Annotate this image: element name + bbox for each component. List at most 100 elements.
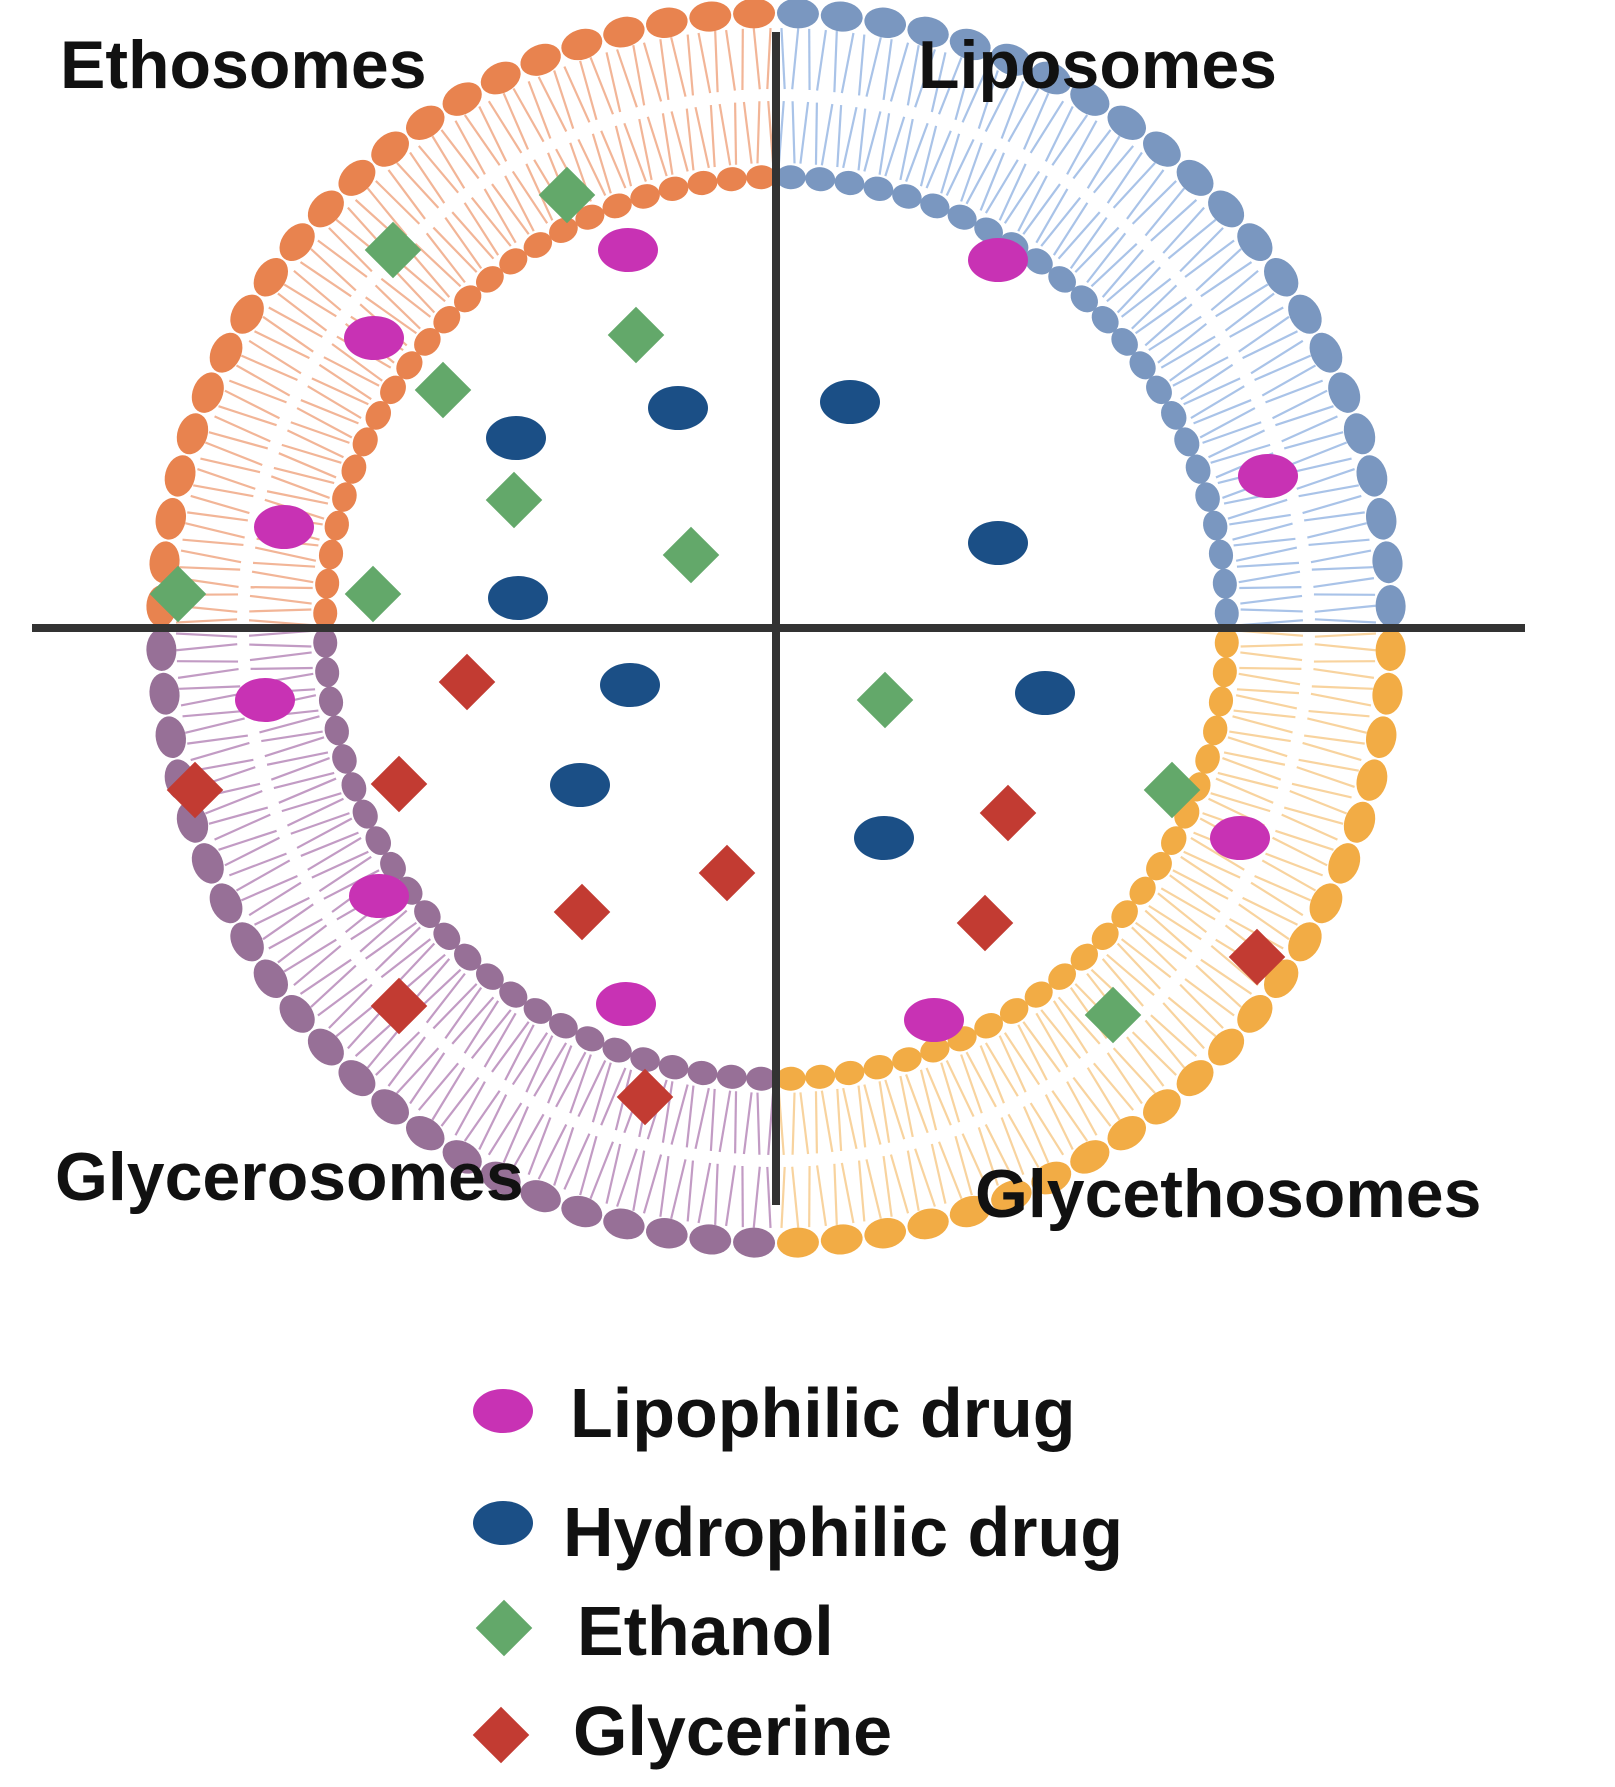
lipid-tail bbox=[396, 162, 440, 209]
lipid-tail bbox=[1112, 1047, 1156, 1094]
lipid-tail bbox=[487, 100, 523, 154]
lipid-tail bbox=[882, 1156, 893, 1217]
lipid-tail bbox=[670, 111, 689, 172]
lipid-tail bbox=[266, 751, 329, 766]
lipid-head-inner bbox=[999, 998, 1029, 1024]
lipid-tail bbox=[1086, 1067, 1121, 1121]
lipid-head-inner bbox=[805, 1064, 836, 1089]
lipid-tail bbox=[1017, 1024, 1048, 1081]
lipid-tail bbox=[1131, 284, 1178, 330]
lipid-tail bbox=[919, 125, 938, 187]
lipid-tail bbox=[642, 1154, 663, 1214]
lipid-tail bbox=[930, 1143, 947, 1204]
lipid-tail bbox=[261, 730, 323, 743]
lipid-tail bbox=[857, 34, 866, 96]
lipid-tail bbox=[938, 56, 963, 115]
lipid-tail bbox=[1217, 771, 1279, 790]
lipid-head-inner bbox=[602, 193, 632, 219]
lipid-head-outer bbox=[1309, 332, 1343, 373]
lipid-tail bbox=[307, 385, 362, 420]
lipid-tail bbox=[799, 101, 810, 164]
ethanol-marker bbox=[485, 471, 543, 529]
lipid-head-inner bbox=[1111, 900, 1138, 928]
lipid-tail bbox=[1239, 666, 1302, 670]
lipid-head-inner bbox=[414, 900, 441, 928]
lipid-head-inner bbox=[1048, 963, 1076, 990]
lipid-tail bbox=[278, 777, 337, 804]
lipid-tail bbox=[1310, 692, 1372, 707]
lipid-tail bbox=[984, 76, 1015, 132]
lipid-tail bbox=[1106, 1052, 1143, 1105]
lipid-tail bbox=[591, 1062, 612, 1123]
lipid-tail bbox=[694, 1087, 710, 1150]
lipid-head-outer bbox=[520, 43, 561, 76]
lipid-tail bbox=[718, 103, 732, 166]
lipid-tail bbox=[525, 163, 554, 221]
lipid-tail bbox=[905, 1074, 929, 1134]
lipid-tail bbox=[1022, 1106, 1050, 1164]
lipid-tail bbox=[1160, 887, 1216, 921]
lipid-tail bbox=[685, 1085, 695, 1148]
lipid-tail bbox=[374, 926, 421, 972]
lipid-tail bbox=[780, 1166, 786, 1229]
lipid-tail bbox=[318, 363, 372, 401]
lipid-head-outer bbox=[907, 16, 949, 48]
lipid-tail bbox=[431, 1067, 466, 1121]
lipid-head-outer bbox=[949, 28, 991, 61]
lipid-tail bbox=[1229, 306, 1284, 338]
lipid-tail bbox=[300, 399, 359, 425]
lipid-tail bbox=[228, 379, 287, 404]
lipid-tail bbox=[791, 1092, 796, 1155]
lipid-tail bbox=[1172, 869, 1229, 900]
lipid-tail bbox=[1112, 162, 1156, 209]
lipid-tail bbox=[1144, 909, 1193, 953]
ethanol-marker bbox=[414, 361, 472, 419]
label-ethosomes: Ethosomes bbox=[60, 27, 427, 103]
lipid-tail bbox=[842, 1087, 858, 1150]
lipid-head-inner bbox=[433, 922, 461, 950]
lipid-tail bbox=[1314, 604, 1376, 613]
lipid-tail bbox=[1242, 330, 1298, 360]
lipid-tail bbox=[889, 42, 910, 102]
lipid-head-inner bbox=[380, 375, 406, 405]
lipid-tail bbox=[1254, 354, 1312, 382]
lipid-tail bbox=[440, 1076, 480, 1127]
lipid-tail bbox=[623, 122, 647, 182]
lipid-tail bbox=[1302, 494, 1362, 515]
lipid-head-inner bbox=[1129, 876, 1156, 905]
lipid-head-outer bbox=[442, 1140, 482, 1174]
lipid-tail bbox=[1233, 537, 1296, 547]
hydrophilic-drug-marker bbox=[1015, 671, 1075, 715]
lipid-tail bbox=[919, 1069, 938, 1131]
lipid-head-outer bbox=[1309, 883, 1343, 924]
lipid-head-outer bbox=[561, 1195, 603, 1228]
lipid-tail bbox=[1148, 315, 1202, 352]
lipid-tail bbox=[451, 996, 495, 1045]
lipid-head-inner bbox=[318, 686, 344, 717]
lipid-head-inner bbox=[313, 598, 338, 629]
lipid-tail bbox=[914, 1148, 936, 1207]
lipid-tail bbox=[1232, 715, 1293, 734]
lipid-tail bbox=[478, 1094, 508, 1150]
lipid-tail bbox=[591, 133, 612, 194]
lipid-head-outer bbox=[307, 190, 344, 228]
lipid-tail bbox=[1240, 651, 1303, 662]
lipid-tail bbox=[563, 1133, 591, 1190]
lipid-tail bbox=[984, 1124, 1015, 1180]
lipid-head-outer bbox=[209, 332, 243, 373]
lipid-head-outer bbox=[1288, 922, 1322, 962]
lipid-tail bbox=[375, 180, 421, 225]
lipid-tail bbox=[1296, 766, 1355, 788]
lipid-tail bbox=[1298, 758, 1359, 772]
lipid-head-inner bbox=[716, 1064, 747, 1089]
lipid-tail bbox=[836, 104, 843, 168]
lipid-tail bbox=[1017, 175, 1048, 232]
lipid-tail bbox=[1200, 958, 1253, 995]
lipid-head-inner bbox=[1070, 285, 1098, 313]
lipid-tail bbox=[182, 709, 244, 718]
lipid-tail bbox=[1022, 1021, 1061, 1073]
lipid-head-inner bbox=[499, 248, 528, 275]
lipid-head-outer bbox=[1356, 759, 1388, 801]
lipophilic-drug-marker bbox=[968, 238, 1028, 282]
lipid-head-inner bbox=[1129, 351, 1156, 380]
